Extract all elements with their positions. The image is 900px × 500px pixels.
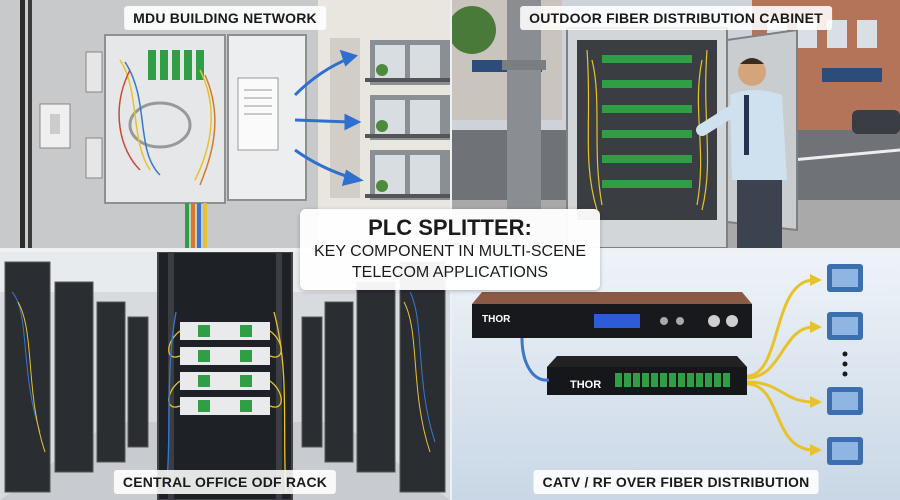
main-title-box: PLC SPLITTER: KEY COMPONENT IN MULTI-SCE… (300, 209, 600, 290)
distribution-arrows (293, 49, 364, 187)
utility-pole (507, 0, 541, 210)
ellipsis-dots (842, 351, 848, 377)
title-line-1: PLC SPLITTER: (368, 215, 532, 240)
technician (696, 58, 787, 248)
fiber-link (520, 337, 550, 382)
panel-label-mdu: MDU BUILDING NETWORK (124, 6, 326, 30)
panel-label-catv: CATV / RF OVER FIBER DISTRIBUTION (533, 470, 819, 494)
odf-scene (0, 252, 450, 500)
catv-receivers (827, 264, 863, 465)
panel-label-odf: CENTRAL OFFICE ODF RACK (113, 470, 337, 494)
catv-panel: THOR THOR CATV / RF OVER FIBER DISTRIBUT… (452, 252, 900, 500)
optical-transmitter (472, 292, 752, 338)
title-line-3: TELECOM APPLICATIONS (351, 264, 549, 281)
odf-panel: CENTRAL OFFICE ODF RACK (0, 252, 450, 500)
panel-label-cabinet: OUTDOOR FIBER DISTRIBUTION CABINET (520, 6, 832, 30)
mdu-panel: MDU BUILDING NETWORK (0, 0, 450, 248)
splitter-brand: THOR (570, 379, 602, 391)
catv-scene (452, 252, 900, 500)
server-racks-left (4, 261, 149, 493)
mdu-scene (0, 0, 450, 248)
rf-fanout-arrows (746, 278, 815, 452)
plc-splitter-rack-unit (547, 356, 747, 395)
transmitter-brand: THOR (482, 314, 511, 325)
title-line-2: KEY COMPONENT IN MULTI-SCENE (313, 243, 587, 260)
server-racks-right (301, 261, 446, 493)
splitter-modules (180, 322, 270, 415)
